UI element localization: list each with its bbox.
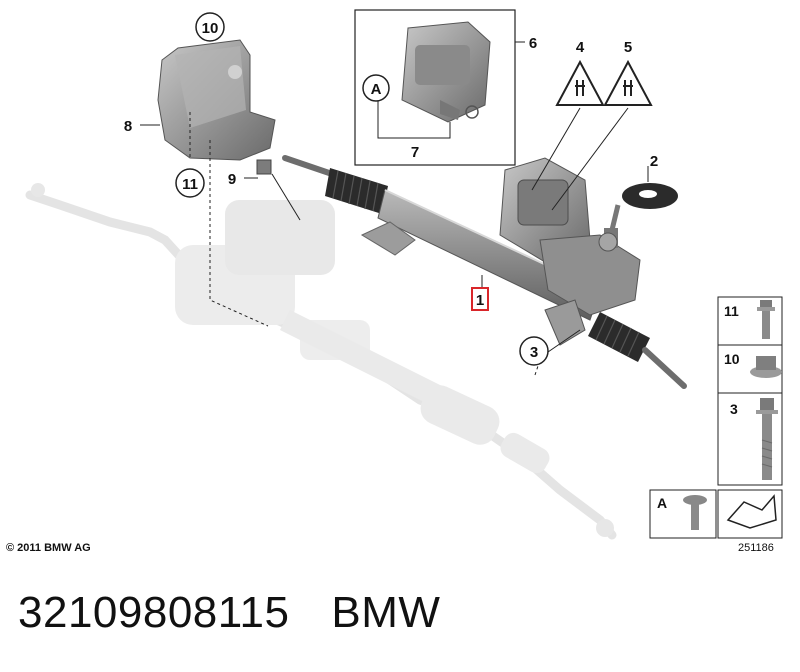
callout-5: 5: [624, 39, 632, 56]
legend-item-3: 3: [730, 401, 738, 417]
svg-text:4: 4: [576, 39, 585, 56]
cover-shield[interactable]: [157, 39, 276, 161]
svg-text:3: 3: [530, 344, 538, 361]
callout-9: 9: [228, 171, 236, 188]
legend-item-11: 11: [724, 303, 739, 319]
legend-item-10: 10: [724, 351, 740, 367]
brand-name: BMW: [331, 588, 441, 637]
svg-text:2: 2: [650, 153, 658, 170]
direction-arrow-panel: [717, 489, 783, 539]
svg-text:A: A: [371, 81, 382, 98]
svg-text:6: 6: [529, 35, 537, 52]
footer-caption: 32109808115 BMW: [18, 588, 440, 638]
svg-text:9: 9: [228, 171, 236, 188]
motor-housing: [499, 157, 641, 346]
flange-nut-10-icon: [750, 356, 782, 378]
callout-11: 11: [175, 168, 205, 198]
callout-1-highlight: 1: [471, 287, 489, 311]
callout-10: 10: [195, 12, 225, 42]
bolt-11-icon: [757, 300, 775, 339]
washer[interactable]: [622, 183, 678, 209]
left-boot: [325, 168, 388, 214]
screw-a-panel: A: [649, 489, 717, 539]
svg-text:A: A: [657, 495, 667, 511]
svg-text:5: 5: [624, 39, 632, 56]
fastener-legend: 11 10 3: [717, 296, 783, 486]
callout-7: 7: [411, 144, 419, 161]
callout-8: 8: [124, 118, 132, 135]
svg-text:11: 11: [182, 176, 198, 193]
callout-a: A: [362, 74, 390, 102]
warning-triangle-4: [555, 59, 605, 106]
svg-text:10: 10: [202, 20, 219, 37]
part-number: 32109808115: [18, 588, 290, 637]
svg-text:8: 8: [124, 118, 132, 135]
bolt-3-icon: [756, 398, 778, 480]
exploded-parts-diagram: 10 8 11 9 6 7 A 4 5 2 1 3 11 10 3: [25, 9, 783, 540]
diagram-number: 251186: [738, 542, 774, 554]
right-boot: [588, 312, 650, 362]
svg-text:1: 1: [476, 292, 484, 309]
copyright-text: © 2011 BMW AG: [6, 542, 91, 554]
callout-2: 2: [650, 153, 658, 170]
warning-triangle-5: [603, 59, 653, 106]
control-unit-inset: [354, 9, 525, 166]
callout-3: 3: [519, 336, 549, 366]
ghost-steering-rack: [25, 183, 617, 540]
svg-text:7: 7: [411, 144, 419, 161]
callout-4: 4: [576, 39, 585, 56]
callout-6: 6: [529, 35, 537, 52]
clip-part[interactable]: [256, 159, 272, 175]
steering-rack[interactable]: [282, 155, 687, 389]
control-unit[interactable]: [401, 21, 491, 123]
